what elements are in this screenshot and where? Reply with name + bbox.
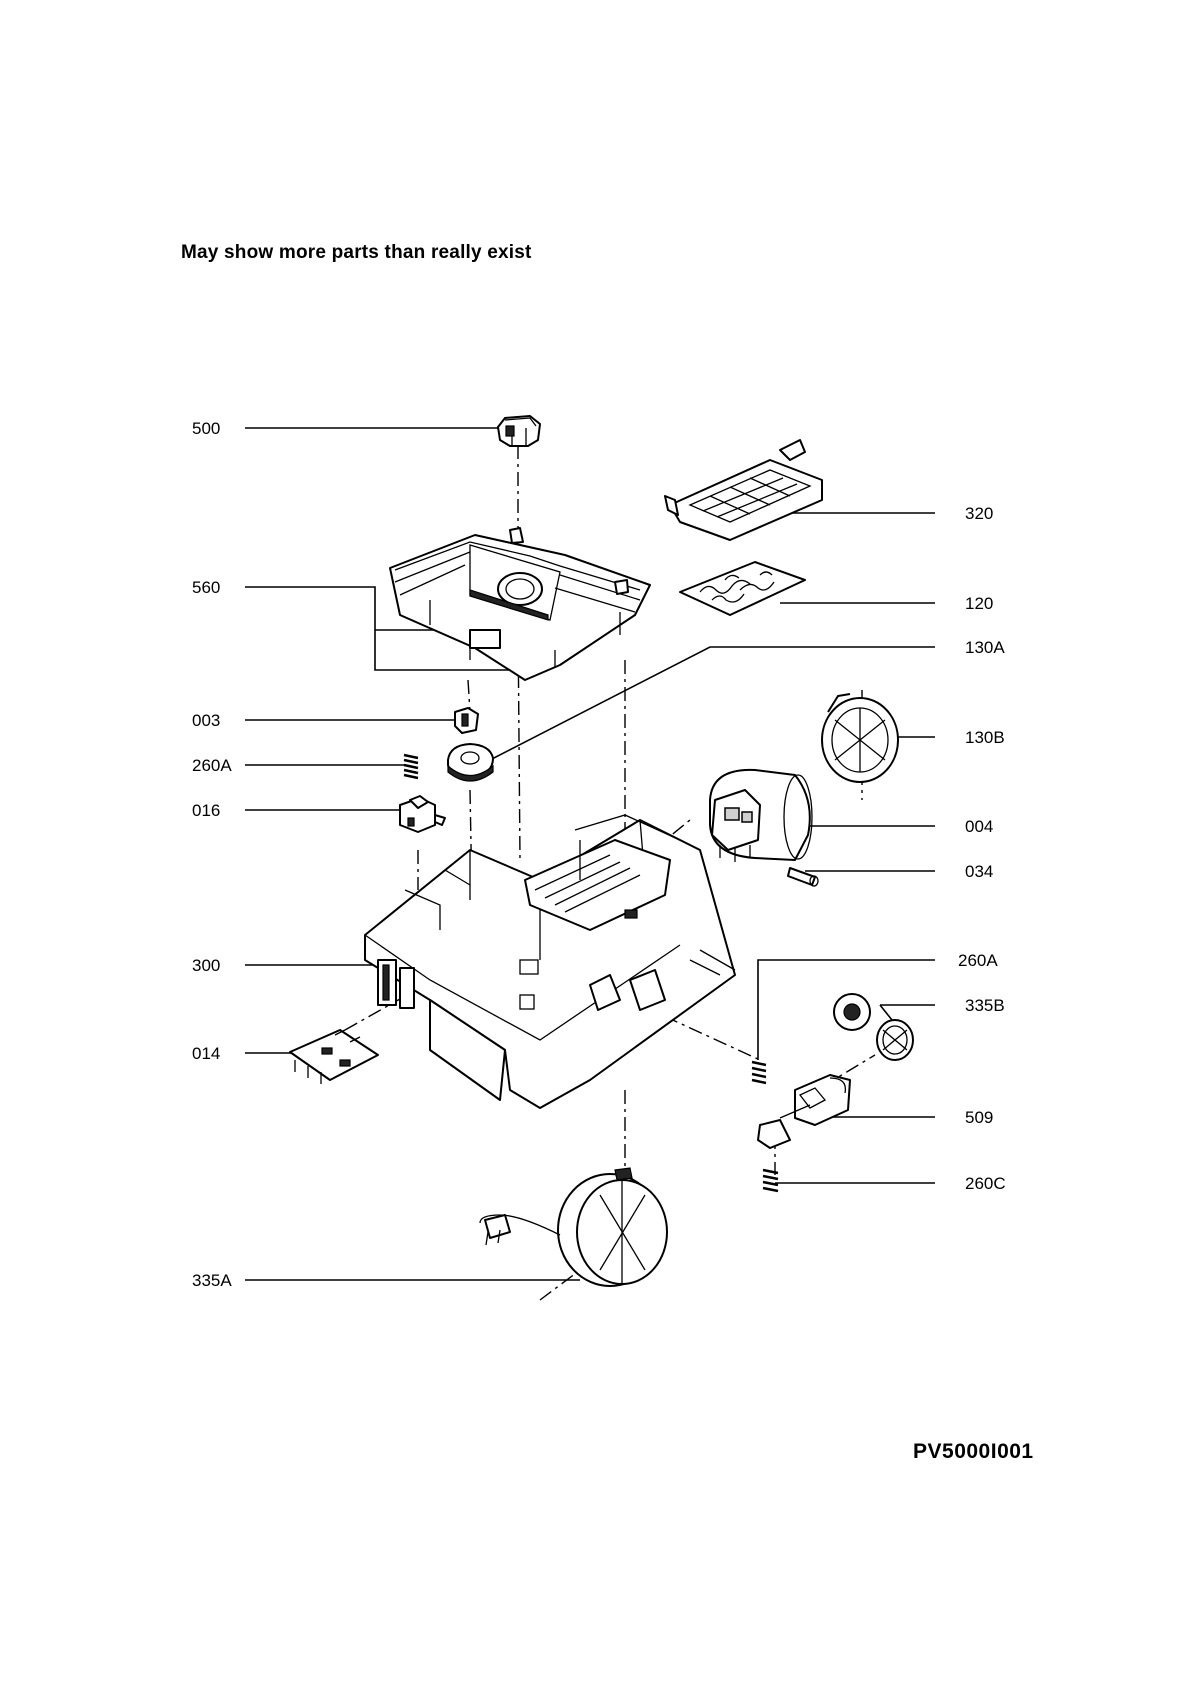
part-560-top-cover — [389, 527, 651, 681]
label-130a: 130A — [965, 638, 1005, 657]
part-130b-motor-cover — [821, 693, 899, 783]
label-130b: 130B — [965, 728, 1005, 747]
diagram-code: PV5000I001 — [913, 1440, 1034, 1463]
notice-text: May show more parts than really exist — [181, 242, 532, 263]
label-560: 560 — [192, 578, 220, 597]
part-335b-wheel — [833, 993, 914, 1061]
part-335a-cable-reel — [479, 1167, 668, 1287]
part-500-clip — [497, 415, 541, 447]
part-320-filter — [664, 439, 823, 541]
label-335a: 335A — [192, 1271, 232, 1290]
label-500: 500 — [192, 419, 220, 438]
part-260a-spring-left — [403, 753, 419, 780]
part-016-switch — [399, 795, 446, 833]
label-300: 300 — [192, 956, 220, 975]
part-260c-spring — [762, 1168, 779, 1193]
label-016: 016 — [192, 801, 220, 820]
part-509-lever — [757, 1074, 851, 1149]
label-120: 120 — [965, 594, 993, 613]
label-004: 004 — [965, 817, 993, 836]
label-260a-right: 260A — [958, 951, 998, 970]
part-260a-spring-right — [751, 1060, 767, 1085]
label-509: 509 — [965, 1108, 993, 1127]
part-300-housing — [364, 814, 736, 1109]
part-014-pcb — [289, 1029, 379, 1084]
label-003: 003 — [192, 711, 220, 730]
part-120-filter-pad — [679, 561, 806, 616]
part-034-pin — [787, 867, 819, 887]
label-320: 320 — [965, 504, 993, 523]
label-260a-left: 260A — [192, 756, 232, 775]
label-260c: 260C — [965, 1174, 1006, 1193]
part-130a-ring — [447, 743, 494, 782]
label-034: 034 — [965, 862, 993, 881]
label-014: 014 — [192, 1044, 220, 1063]
part-003-clip — [454, 707, 479, 734]
part-004-motor — [709, 768, 813, 862]
part-labels: 500 560 003 260A 016 300 014 335A 320 12… — [192, 419, 1006, 1290]
label-335b: 335B — [965, 996, 1005, 1015]
